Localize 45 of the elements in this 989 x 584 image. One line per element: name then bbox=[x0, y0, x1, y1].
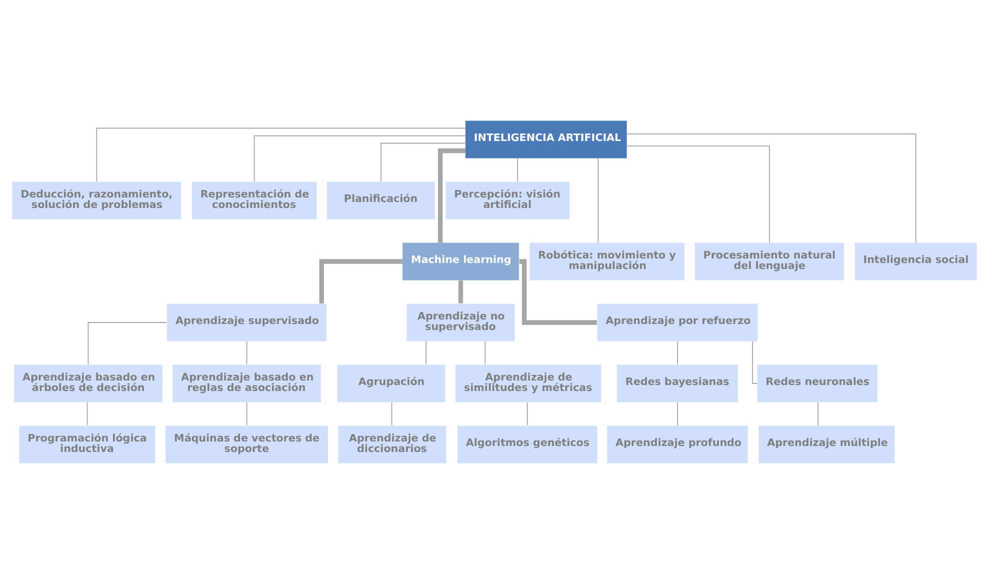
node-box: Redes neuronales bbox=[757, 364, 878, 402]
node-box: Redes bayesianas bbox=[616, 364, 738, 402]
node-box: INTELIGENCIA ARTIFICIAL bbox=[465, 120, 627, 158]
connector bbox=[752, 340, 758, 384]
connector bbox=[677, 402, 678, 426]
connector bbox=[319, 259, 403, 304]
node-box: Inteligencia social bbox=[854, 242, 977, 280]
connector bbox=[96, 128, 466, 182]
connector bbox=[86, 402, 88, 426]
node-box: Algoritmos genéticos bbox=[457, 426, 598, 464]
connector bbox=[458, 280, 464, 304]
node-box: Aprendizaje basado en árboles de decisión bbox=[14, 364, 162, 402]
connector bbox=[254, 135, 466, 182]
node-box: Representación de conocimientos bbox=[192, 182, 317, 220]
node-box: Machine learning bbox=[402, 242, 519, 280]
node-box: Aprendizaje no supervisado bbox=[406, 304, 515, 342]
connector bbox=[380, 142, 466, 182]
connector bbox=[484, 340, 486, 365]
node-box: Aprendizaje profundo bbox=[607, 426, 748, 464]
connector bbox=[626, 146, 770, 244]
node-box: Aprendizaje basado en reglas de asociación bbox=[172, 364, 321, 402]
node-box: Procesamiento natural del lenguaje bbox=[694, 242, 844, 280]
connector bbox=[391, 402, 392, 426]
connector bbox=[626, 133, 916, 244]
node-box: Aprendizaje de diccionarios bbox=[338, 426, 446, 464]
node-box: Aprendizaje supervisado bbox=[167, 304, 327, 342]
node-box: Agrupación bbox=[337, 364, 446, 402]
connector bbox=[677, 340, 678, 365]
node-box: Programación lógica inductiva bbox=[19, 426, 156, 464]
node-box: Percepción: visión artificial bbox=[446, 182, 570, 220]
connector bbox=[246, 340, 248, 365]
node-box: Aprendizaje múltiple bbox=[758, 426, 895, 464]
node-box: Máquinas de vectores de soporte bbox=[166, 426, 328, 464]
connector bbox=[526, 402, 528, 426]
connector bbox=[598, 158, 599, 243]
node-box: Robótica: movimiento y manipulación bbox=[530, 242, 685, 280]
node-box: Deducción, razonamiento, solución de problemas bbox=[12, 182, 182, 220]
connector bbox=[438, 148, 466, 243]
node-box: Planificación bbox=[327, 182, 435, 220]
connector bbox=[88, 322, 168, 365]
connector bbox=[519, 259, 597, 325]
node-box: Aprendizaje de similitudes y métricas bbox=[456, 364, 601, 402]
node-box: Aprendizaje por refuerzo bbox=[597, 304, 758, 342]
connector bbox=[246, 402, 248, 426]
connector bbox=[517, 158, 518, 182]
